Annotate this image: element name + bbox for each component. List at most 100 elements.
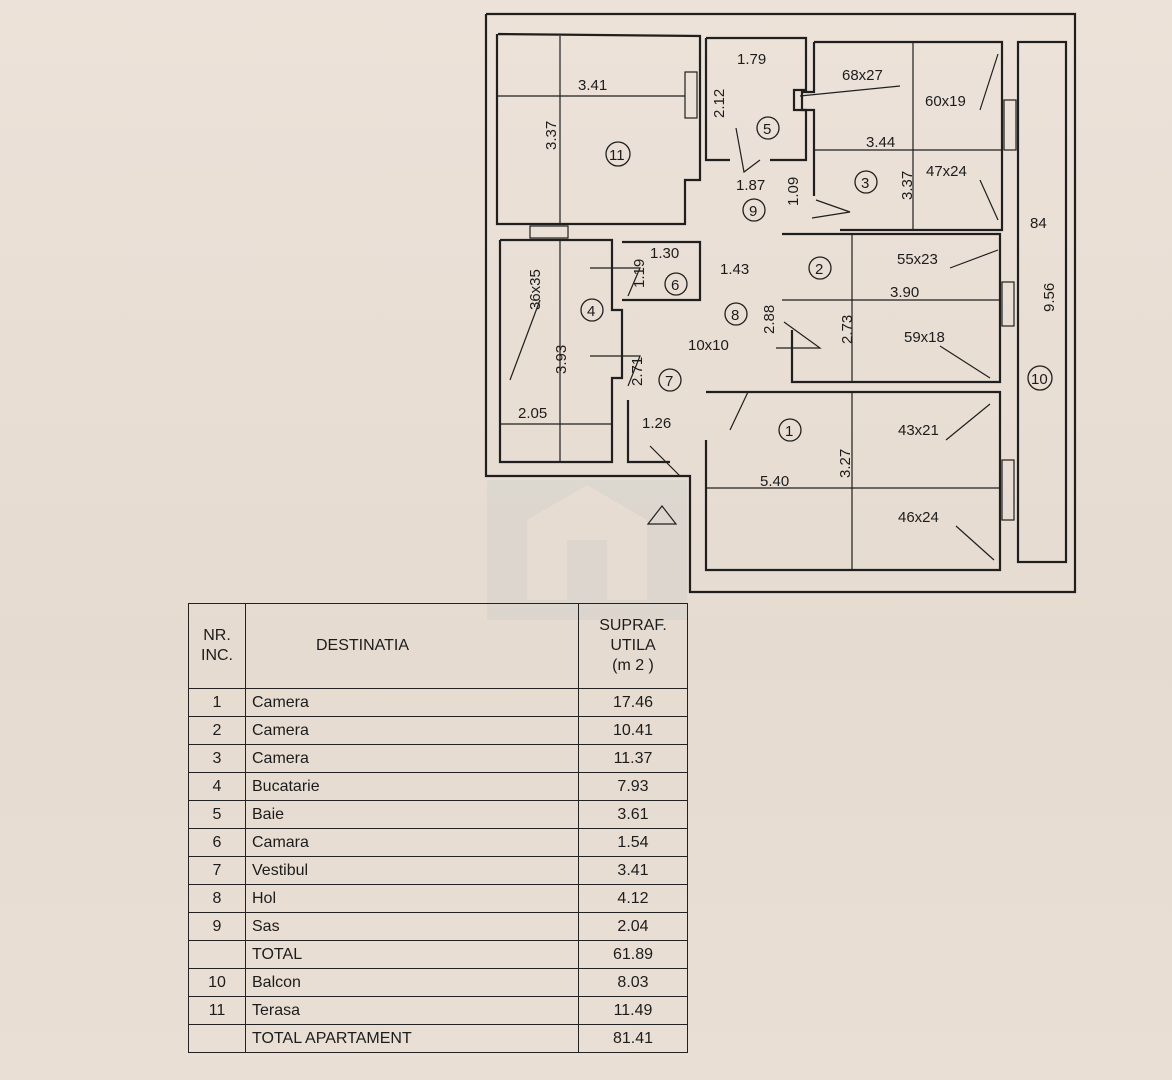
dim-label: 68x27 (842, 67, 883, 84)
pantry-wall (622, 240, 702, 302)
door-swing (649, 445, 681, 477)
row-area: 81.41 (578, 1024, 688, 1053)
row-number: 5 (188, 800, 246, 829)
svg-text:4: 4 (587, 303, 595, 320)
dim-label: 1.43 (720, 261, 749, 278)
door-swing (590, 355, 641, 387)
leader-line (979, 53, 999, 111)
window (684, 71, 698, 119)
dim-label: 3.37 (543, 121, 560, 150)
floor-plan: 3.41 3.37 1.79 2.12 68x27 60x19 3.44 3.3… (484, 12, 1077, 594)
row-area: 4.12 (578, 884, 688, 913)
row-destination: Terasa (245, 996, 579, 1025)
dim-label: 55x23 (897, 251, 938, 268)
window (1001, 281, 1015, 327)
dim-label: 2.71 (629, 357, 646, 386)
row-area: 2.04 (578, 912, 688, 941)
dim-label: 1.30 (650, 245, 679, 262)
row-area: 1.54 (578, 828, 688, 857)
room-marker-8: 8 (724, 302, 748, 326)
window (529, 225, 569, 239)
room-marker-7: 7 (658, 368, 682, 392)
vestibule-wall (626, 400, 670, 464)
dim-label: 5.40 (760, 473, 789, 490)
row-destination: Camera (245, 716, 579, 745)
dim-label: 47x24 (926, 163, 967, 180)
watermark-house-logo (487, 480, 687, 620)
room-marker-1: 1 (778, 418, 802, 442)
row-destination: Sas (245, 912, 579, 941)
dim-label: 3.41 (578, 77, 607, 94)
row-number: 7 (188, 856, 246, 885)
dim-label: 2.05 (518, 405, 547, 422)
header-nr: NR. (203, 627, 231, 644)
row-destination: Hol (245, 884, 579, 913)
kitchen-wall (498, 238, 624, 464)
header-unit: (m 2 ) (612, 657, 654, 674)
door-swing (590, 267, 641, 297)
row-destination: TOTAL APARTAMENT (245, 1024, 579, 1053)
dim-label: 36x35 (527, 269, 544, 310)
dim-label: 59x18 (904, 329, 945, 346)
leader-line (945, 403, 991, 441)
header-inc: INC. (201, 647, 233, 664)
room-marker-10: 10 (1027, 365, 1053, 391)
window (1001, 459, 1015, 521)
room-marker-9: 9 (742, 198, 766, 222)
row-area: 11.49 (578, 996, 688, 1025)
row-number: 10 (188, 968, 246, 997)
svg-text:11: 11 (609, 147, 625, 164)
dim-label: 46x24 (898, 509, 939, 526)
leader-line (949, 249, 999, 269)
row-area: 17.46 (578, 688, 688, 717)
leader-line (939, 345, 991, 379)
dim-label: 3.90 (890, 284, 919, 301)
svg-text:7: 7 (665, 373, 673, 390)
svg-text:3: 3 (861, 175, 869, 192)
row-destination: Balcon (245, 968, 579, 997)
area-table: NR. INC. DESTINATIA SUPRAF. UTILA (m 2 )… (188, 603, 688, 1053)
row-number: 4 (188, 772, 246, 801)
dim-label: 84 (1030, 215, 1047, 232)
header-supraf-utila: SUPRAF. UTILA (m 2 ) (578, 603, 688, 689)
door-swing (811, 199, 851, 219)
dim-label: 3.44 (866, 134, 895, 151)
svg-text:8: 8 (731, 307, 739, 324)
dim-label: 60x19 (925, 93, 966, 110)
row-number: 3 (188, 744, 246, 773)
row-area: 10.41 (578, 716, 688, 745)
row-destination: TOTAL (245, 940, 579, 969)
door-swing (735, 127, 761, 174)
inner-wall (495, 32, 702, 226)
dim-label: 9.56 (1041, 283, 1058, 312)
row-destination: Bucatarie (245, 772, 579, 801)
room-marker-2: 2 (808, 256, 832, 280)
bath-wall-left (704, 38, 730, 162)
row-number: 1 (188, 688, 246, 717)
row-number: 11 (188, 996, 246, 1025)
room2-wall (782, 232, 1002, 384)
header-destinatia: DESTINATIA (245, 603, 579, 689)
svg-text:1: 1 (785, 423, 793, 440)
dim-label: 1.79 (737, 51, 766, 68)
dim-label: 3.27 (837, 449, 854, 478)
svg-text:6: 6 (671, 277, 679, 294)
header-nr-inc: NR. INC. (188, 603, 246, 689)
dim-label: 1.09 (785, 177, 802, 206)
row-destination: Baie (245, 800, 579, 829)
room1-wall (704, 390, 1002, 572)
row-number: 8 (188, 884, 246, 913)
row-number: 6 (188, 828, 246, 857)
row-area: 11.37 (578, 744, 688, 773)
leader-line (955, 525, 995, 561)
entrance-arrow (646, 505, 678, 525)
row-number (188, 1024, 246, 1053)
header-supraf: SUPRAF. (599, 617, 667, 634)
